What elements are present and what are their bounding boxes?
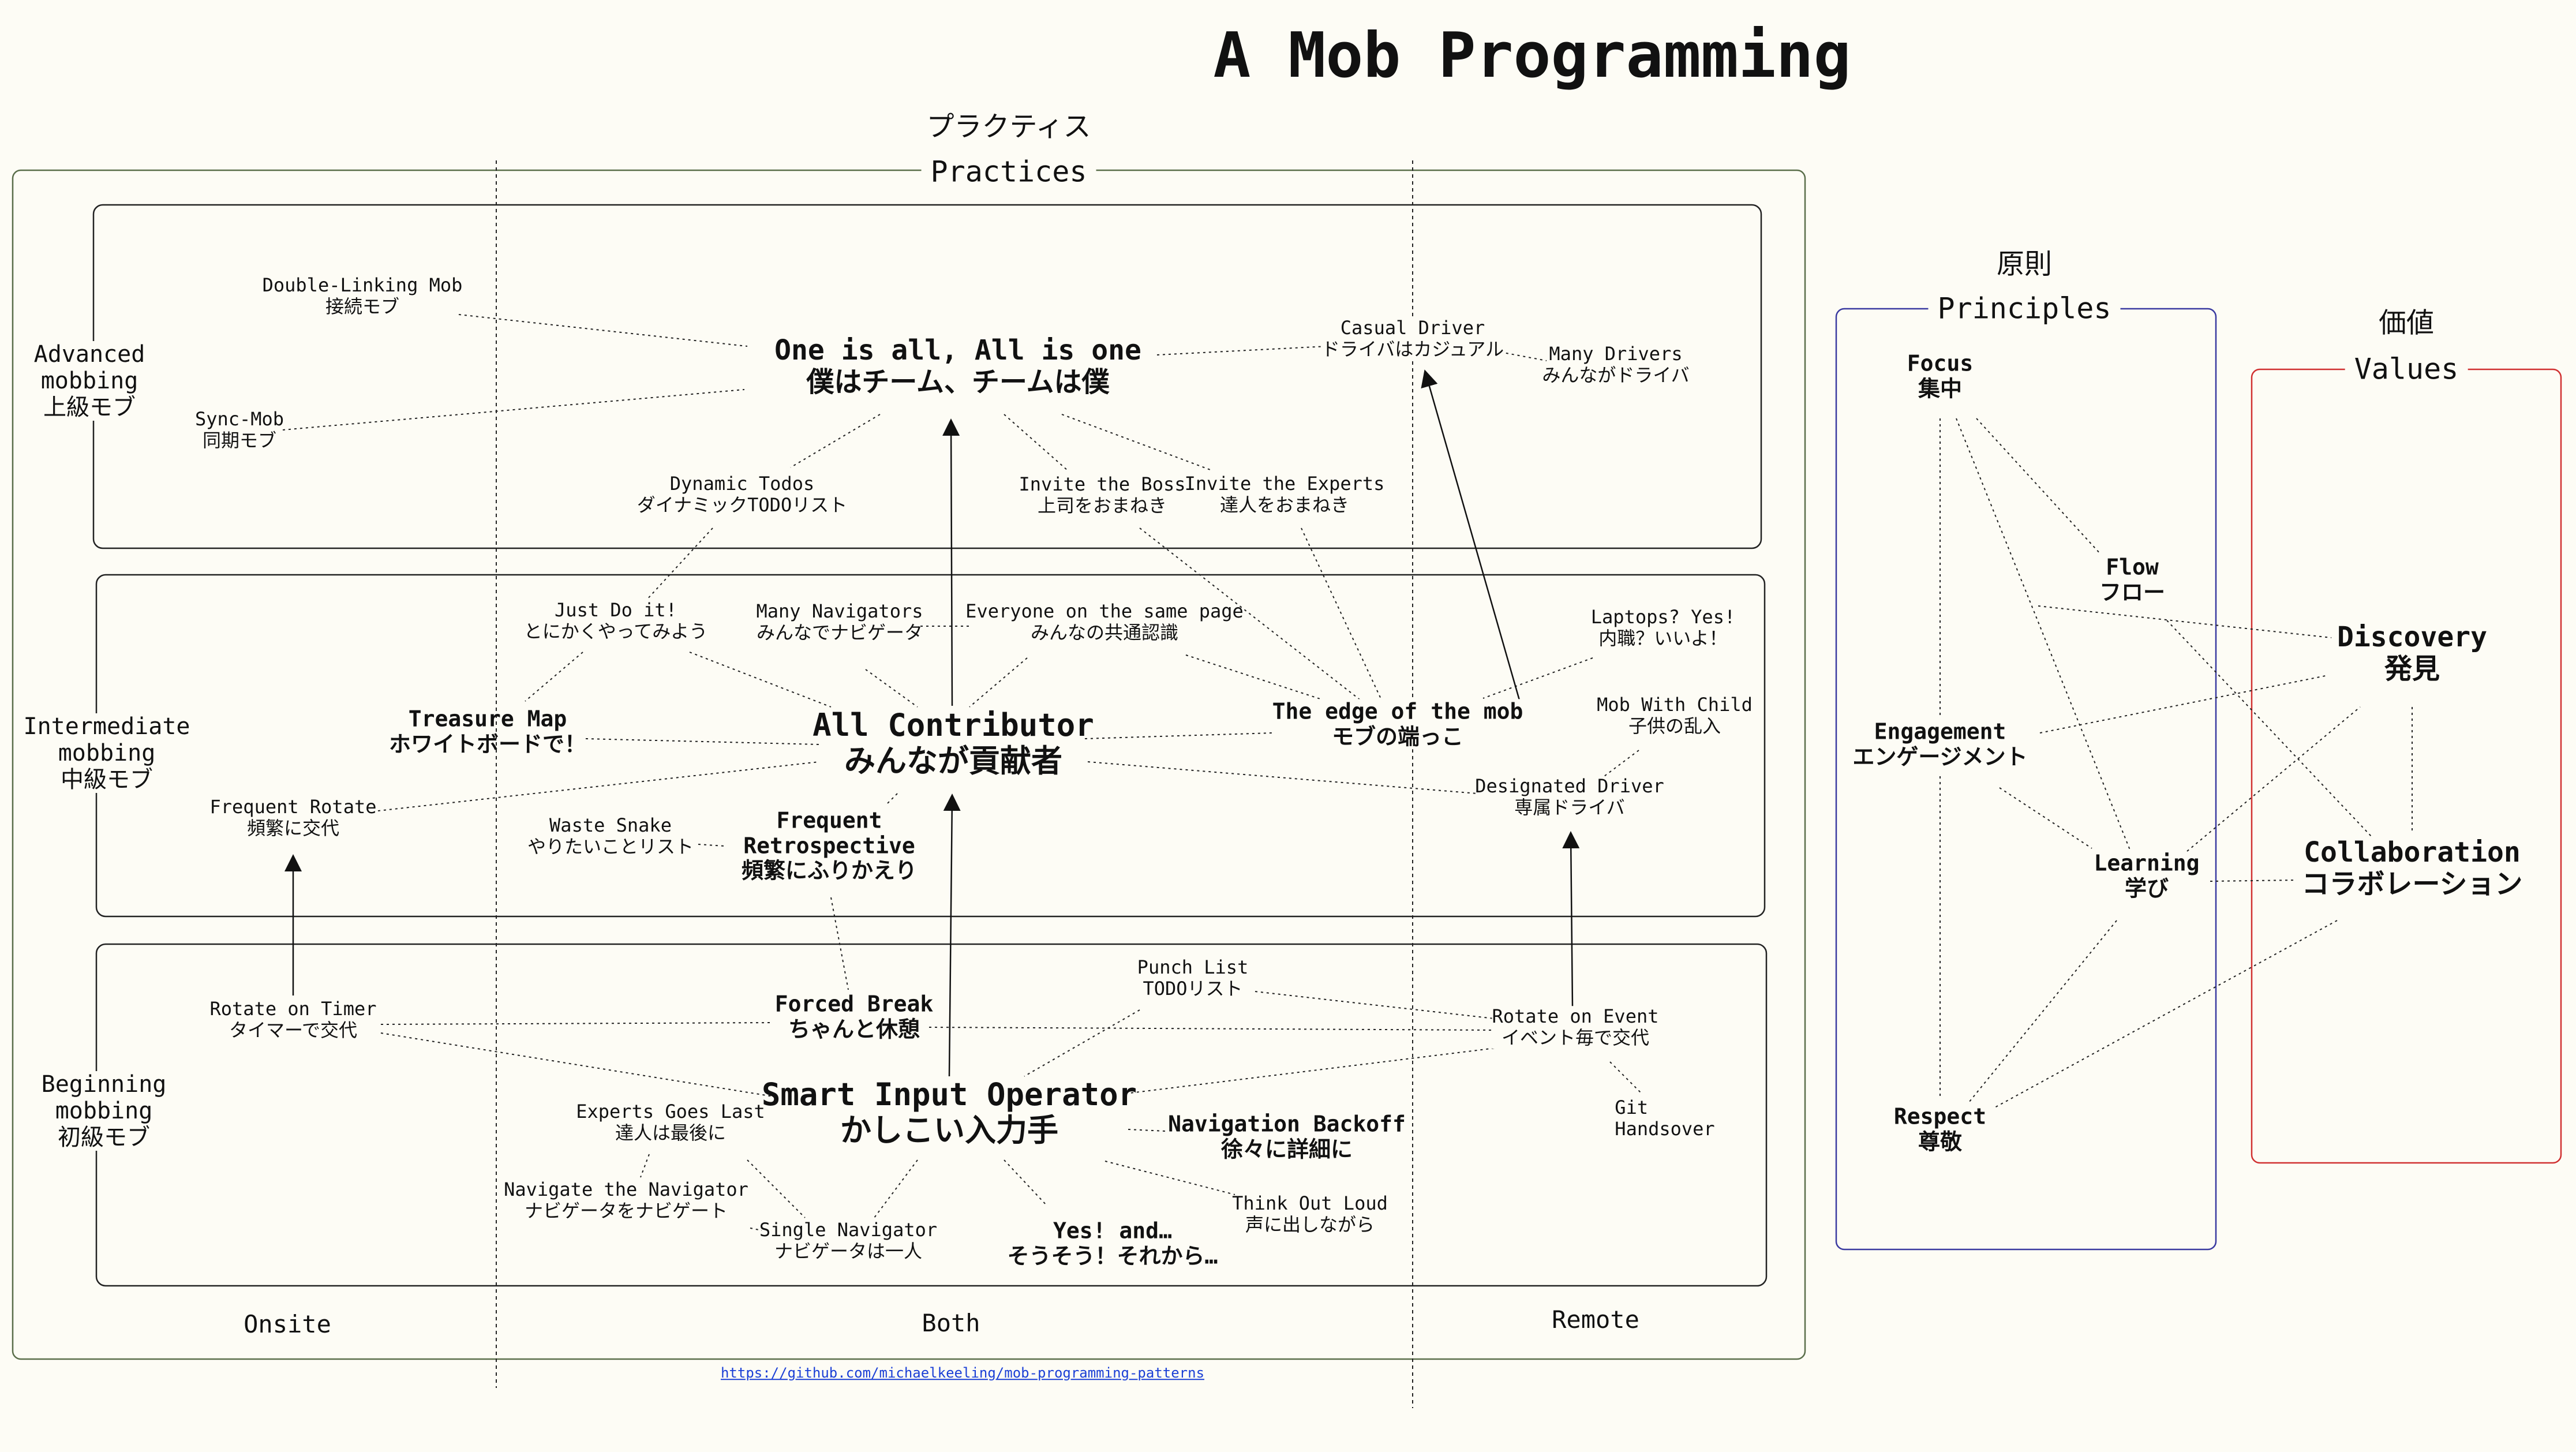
- practices-jp-header: プラクティス: [926, 110, 1091, 143]
- values-header: Values: [2345, 353, 2468, 386]
- practice-yes-and: Yes! and…そうそう！それから…: [1007, 1218, 1218, 1268]
- page-title: A Mob Programming: [1213, 19, 1851, 92]
- column-both: Both: [922, 1308, 980, 1337]
- solid-arrows: [284, 369, 1580, 1077]
- values-jp-header: 価値: [2378, 306, 2435, 339]
- practice-just-do-it: Just Do it!とにかくやってみよう: [523, 599, 708, 642]
- dotted-relations: [282, 314, 2413, 1231]
- repository-link[interactable]: https://github.com/michaelkeeling/mob-pr…: [720, 1365, 1205, 1382]
- values-frame: [2251, 368, 2562, 1164]
- practices-frame: [12, 169, 1806, 1360]
- practice-laptops-yes: Laptops? Yes!内職？いいよ！: [1590, 606, 1736, 649]
- principles-frame: [1835, 308, 2217, 1251]
- column-remote: Remote: [1552, 1305, 1639, 1334]
- principles-header: Principles: [1928, 292, 2121, 325]
- principles-jp-header: 原則: [1996, 248, 2053, 280]
- column-onsite: Onsite: [244, 1309, 331, 1338]
- practices-header: Practices: [921, 155, 1096, 189]
